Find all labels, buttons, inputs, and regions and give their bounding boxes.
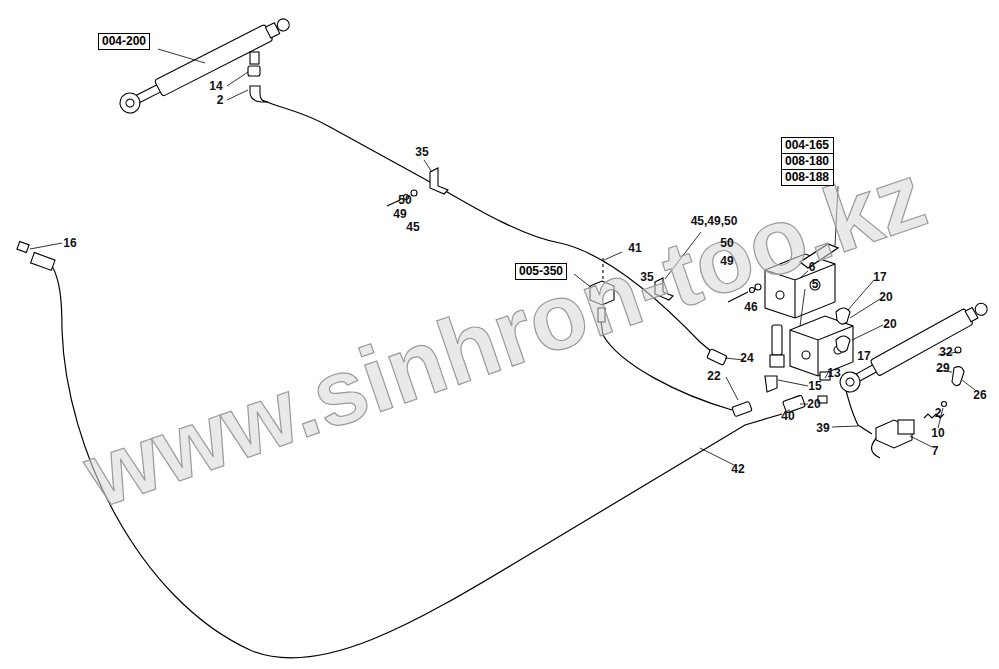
callout-number: 13	[827, 367, 840, 380]
callout-number: 20	[879, 291, 892, 304]
callout-number: 6	[809, 261, 816, 274]
reference-box: 008-180	[781, 153, 834, 170]
cylinder	[836, 298, 991, 396]
callout-number: 17	[857, 350, 870, 363]
reference-number: 004-200	[102, 34, 146, 48]
callout-number: 49	[393, 208, 406, 221]
reference-number: 008-180	[785, 154, 829, 168]
callout-number: 42	[731, 463, 744, 476]
reference-number: 008-188	[785, 170, 829, 184]
reference-box: 004-165	[781, 137, 834, 154]
callout-number: 24	[740, 352, 753, 365]
callout-number: 20	[807, 398, 820, 411]
callout-number: 17	[873, 271, 886, 284]
callout-number: 16	[63, 237, 76, 250]
reference-box: 005-350	[515, 263, 567, 280]
callout-number: 29	[936, 362, 949, 375]
reference-box: 004-200	[98, 33, 150, 50]
callout-number: 50	[720, 237, 733, 250]
callout-number: 50	[398, 194, 411, 207]
reference-number: 005-350	[519, 264, 563, 278]
callout-number: 45,49,50	[691, 215, 738, 228]
cylinder	[117, 13, 294, 116]
callout-number: 2	[935, 407, 942, 420]
reference-box: 008-188	[781, 169, 834, 186]
callout-number: 32	[939, 346, 952, 359]
callout-number: 40	[781, 410, 794, 423]
callout-number: 35	[640, 271, 653, 284]
callout-number: 20	[883, 318, 896, 331]
callout-number: 10	[931, 427, 944, 440]
callout-number: 49	[720, 255, 733, 268]
callout-number: 5	[812, 278, 819, 291]
reference-number: 004-165	[785, 138, 829, 152]
callout-number: 22	[707, 370, 720, 383]
callout-number: 7	[932, 445, 939, 458]
callout-number: 39	[816, 422, 829, 435]
callout-number: 15	[808, 380, 821, 393]
callout-number: 41	[628, 242, 641, 255]
callout-number: 45	[406, 221, 419, 234]
callout-number: 2	[217, 94, 224, 107]
callout-number: 35	[415, 146, 428, 159]
callout-number: 14	[209, 80, 222, 93]
callout-number: 46	[744, 301, 757, 314]
callout-number: 26	[973, 389, 986, 402]
